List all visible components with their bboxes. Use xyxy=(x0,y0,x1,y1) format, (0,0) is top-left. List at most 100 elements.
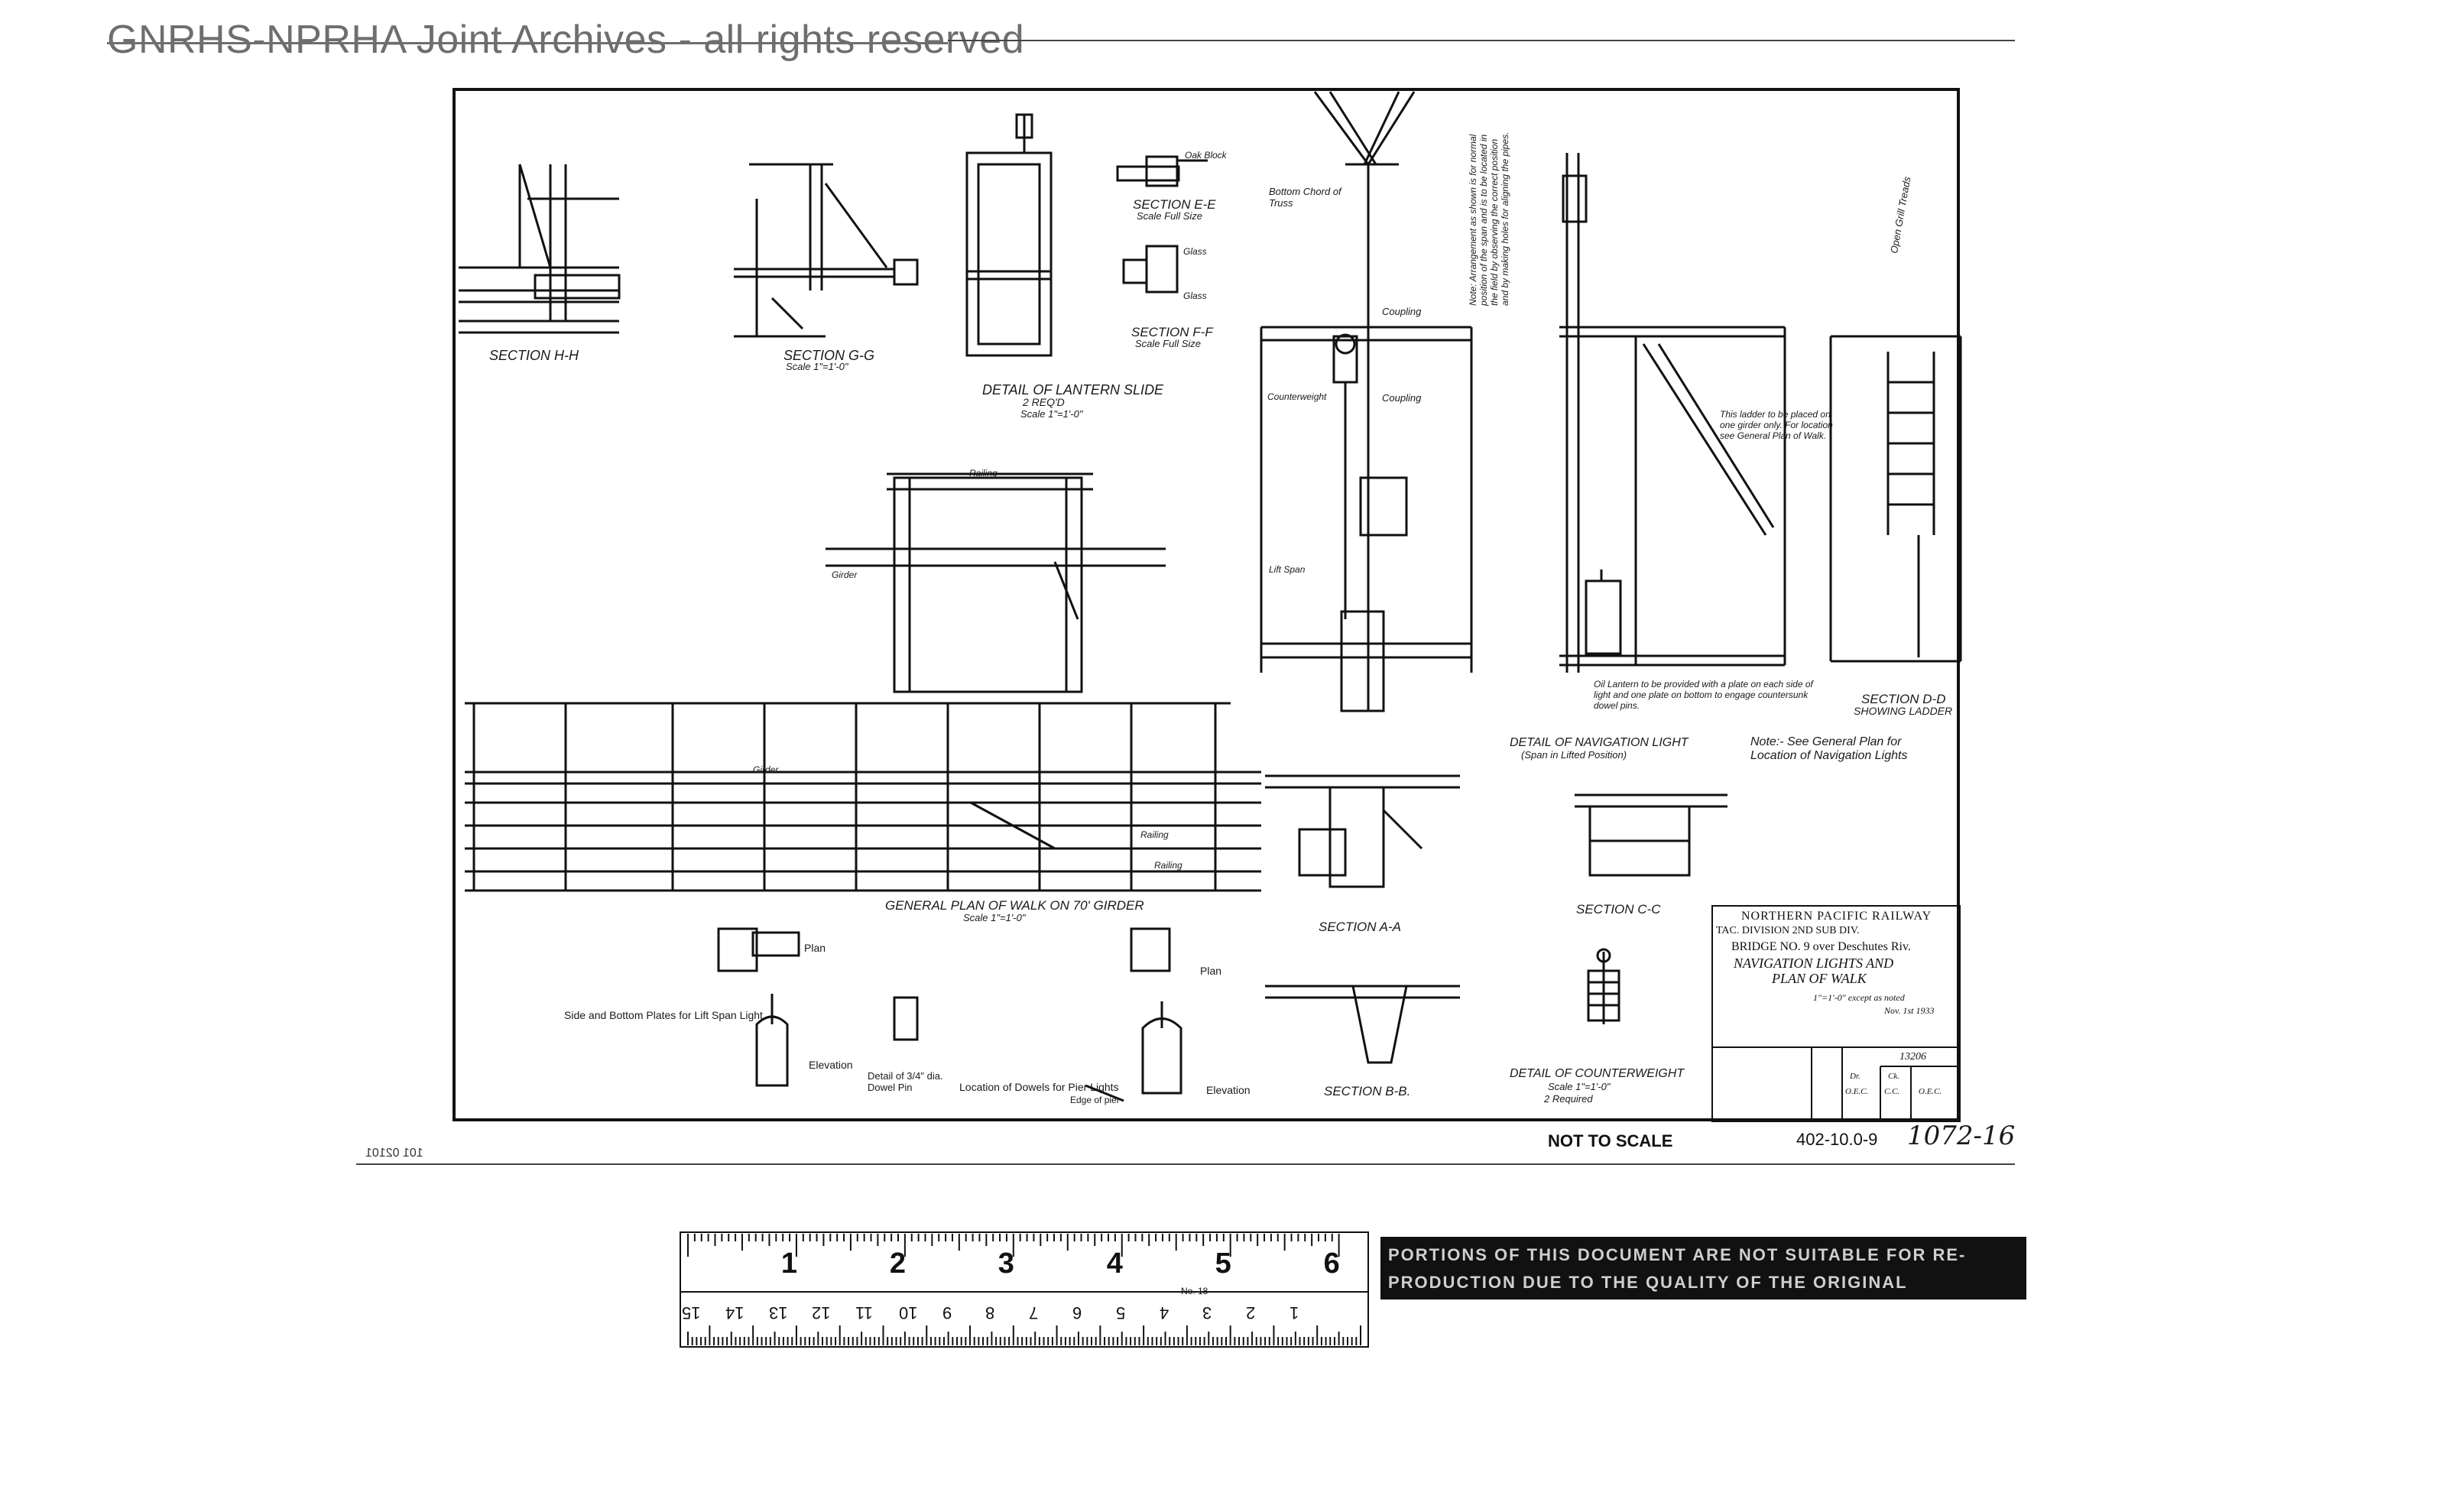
ruler-number-inch: 2 xyxy=(889,1248,906,1280)
counterweight-side-label: Counterweight xyxy=(1267,391,1327,402)
lift-span-light-drawing xyxy=(717,927,919,1087)
railing-label-1: Railing xyxy=(969,468,998,479)
tb-title-line1: NAVIGATION LIGHTS AND xyxy=(1734,956,1894,971)
ruler-number-cm: 8 xyxy=(985,1303,995,1322)
ruler-number-cm: 9 xyxy=(942,1303,952,1322)
tb-drawing-no: 13206 xyxy=(1899,1051,1926,1063)
ruler-number-cm: 12 xyxy=(812,1303,831,1322)
section-aa-label: SECTION A-A xyxy=(1319,920,1401,934)
handwritten-number: 1072-16 xyxy=(1907,1121,2016,1151)
ruler-number-cm: 10 xyxy=(898,1303,918,1322)
railing-label-2: Railing xyxy=(1140,829,1169,840)
girder-label-2: Girder xyxy=(753,764,779,775)
top-border-line xyxy=(948,40,2015,41)
section-bb-label: SECTION B-B. xyxy=(1324,1084,1411,1098)
ruler-number-cm: 4 xyxy=(1159,1303,1169,1322)
tb-bridge: BRIDGE NO. 9 over Deschutes Riv. xyxy=(1731,940,1911,953)
section-gg-drawing xyxy=(734,163,894,338)
section-dd-label: SECTION D-D xyxy=(1861,692,1946,706)
lantern-slide-label: DETAIL OF LANTERN SLIDE xyxy=(982,382,1164,397)
section-ee-scale: Scale Full Size xyxy=(1137,210,1202,222)
lift-span-label: Lift Span xyxy=(1269,564,1306,575)
nav-light-sub: (Span in Lifted Position) xyxy=(1521,749,1627,761)
tb-appr: O.E.C. xyxy=(1919,1087,1942,1096)
side-bottom-plates-label: Side and Bottom Plates for Lift Span Lig… xyxy=(564,1009,763,1021)
oil-lantern-note: Oil Lantern to be provided with a plate … xyxy=(1594,679,1813,711)
section-dd-sub: SHOWING LADDER xyxy=(1854,705,1953,717)
counterweight-title: DETAIL OF COUNTERWEIGHT xyxy=(1510,1067,1685,1080)
railing-label-3: Railing xyxy=(1154,860,1182,871)
section-hh-label: SECTION H-H xyxy=(489,348,579,363)
tb-railway: NORTHERN PACIFIC RAILWAY xyxy=(1741,910,1932,923)
ruler-ticks xyxy=(687,1234,1361,1345)
coupling-label-1: Coupling xyxy=(1382,306,1422,317)
section-gg-scale: Scale 1"=1'-0" xyxy=(786,361,848,372)
tb-scale: 1"=1'-0" except as noted xyxy=(1813,992,1905,1003)
drawing-sheet xyxy=(453,88,1960,1121)
ruler-number-cm: 2 xyxy=(1246,1303,1256,1322)
truss-lift-span-drawing xyxy=(1260,91,1473,712)
ladder-note: This ladder to be placed on one girder o… xyxy=(1720,409,1833,441)
section-gg-label: SECTION G-G xyxy=(783,348,875,363)
walk-elevation-drawing xyxy=(826,472,1166,693)
ruler-number-cm: 6 xyxy=(1072,1303,1082,1322)
counterweight-drawing xyxy=(1587,948,1620,1024)
ruler-number-inch: 5 xyxy=(1215,1248,1231,1280)
ruler-number-cm: 13 xyxy=(768,1303,788,1322)
ruler-number-cm: 15 xyxy=(682,1303,701,1322)
general-note: Note:- See General Plan for Location of … xyxy=(1750,735,1908,762)
ruler-number-cm: 1 xyxy=(1289,1303,1299,1322)
section-cc-label: SECTION C-C xyxy=(1576,902,1661,917)
glass-label-1: Glass xyxy=(1183,246,1207,257)
plan-label-1: Plan xyxy=(804,942,826,954)
ruler-number-cm: 7 xyxy=(1029,1303,1039,1322)
ladder-elevation-drawing xyxy=(1559,153,1786,673)
pier-light-drawing xyxy=(1085,927,1182,1102)
section-ff-label: SECTION F-F xyxy=(1131,325,1213,339)
ruler-label: No. 18 xyxy=(1181,1286,1208,1296)
archive-stamp: 101 02101 xyxy=(365,1147,423,1160)
file-number: 402-10.0-9 xyxy=(1796,1130,1878,1149)
tb-date: Nov. 1st 1933 xyxy=(1884,1005,1935,1016)
location-dowels-label: Location of Dowels for Pier Lights xyxy=(959,1081,1119,1093)
elevation-label-2: Elevation xyxy=(1206,1084,1251,1096)
tb-dr: Dr. xyxy=(1850,1072,1860,1081)
ruler-number-cm: 11 xyxy=(855,1303,873,1322)
not-to-scale-label: NOT TO SCALE xyxy=(1548,1131,1673,1150)
watermark-strikethrough xyxy=(107,42,948,44)
reproduction-warning: PORTIONS OF THIS DOCUMENT ARE NOT SUITAB… xyxy=(1380,1237,2026,1299)
lantern-slide-drawing xyxy=(965,113,1053,357)
bottom-chord-label: Bottom Chord of Truss xyxy=(1269,186,1341,209)
dowel-pin-detail-label: Detail of 3/4" dia. Dowel Pin xyxy=(868,1070,943,1093)
general-plan-drawing xyxy=(465,702,1261,892)
glass-label-2: Glass xyxy=(1183,290,1207,301)
ruler-number-cm: 5 xyxy=(1115,1303,1125,1322)
ruler-number-inch: 6 xyxy=(1323,1248,1340,1280)
section-hh-drawing xyxy=(459,164,919,334)
tb-division: TAC. DIVISION 2ND SUB DIV. xyxy=(1716,925,1860,936)
general-plan-title: GENERAL PLAN OF WALK ON 70' GIRDER xyxy=(885,898,1144,913)
oak-block-label: Oak Block xyxy=(1185,150,1227,161)
section-ee-ff-drawing xyxy=(1116,155,1208,294)
section-aa-drawing xyxy=(1265,774,1460,888)
tb-ck-by: C.C. xyxy=(1884,1087,1900,1096)
ruler-number-inch: 3 xyxy=(998,1248,1014,1280)
lantern-slide-reqd: 2 REQ'D xyxy=(1023,396,1065,408)
ruler-drawing xyxy=(680,1231,1369,1348)
coupling-label-2: Coupling xyxy=(1382,392,1422,404)
tb-title-line2: PLAN OF WALK xyxy=(1772,971,1867,986)
title-block-frame xyxy=(1711,905,1961,1122)
section-ee-label: SECTION E-E xyxy=(1133,197,1216,212)
tb-ck: Ck. xyxy=(1888,1072,1899,1081)
tb-dr-by: O.E.C. xyxy=(1845,1087,1869,1096)
ruler-number-inch: 1 xyxy=(780,1248,798,1280)
archive-watermark: GNRHS-NPRHA Joint Archives - all rights … xyxy=(107,18,1025,62)
bottom-border-line xyxy=(356,1163,2015,1165)
edge-of-pier-label: Edge of pier xyxy=(1070,1095,1120,1105)
elevation-label-1: Elevation xyxy=(809,1059,853,1071)
plan-label-2: Plan xyxy=(1200,965,1222,977)
nav-light-title: DETAIL OF NAVIGATION LIGHT xyxy=(1510,736,1689,749)
section-ff-scale: Scale Full Size xyxy=(1135,338,1201,349)
